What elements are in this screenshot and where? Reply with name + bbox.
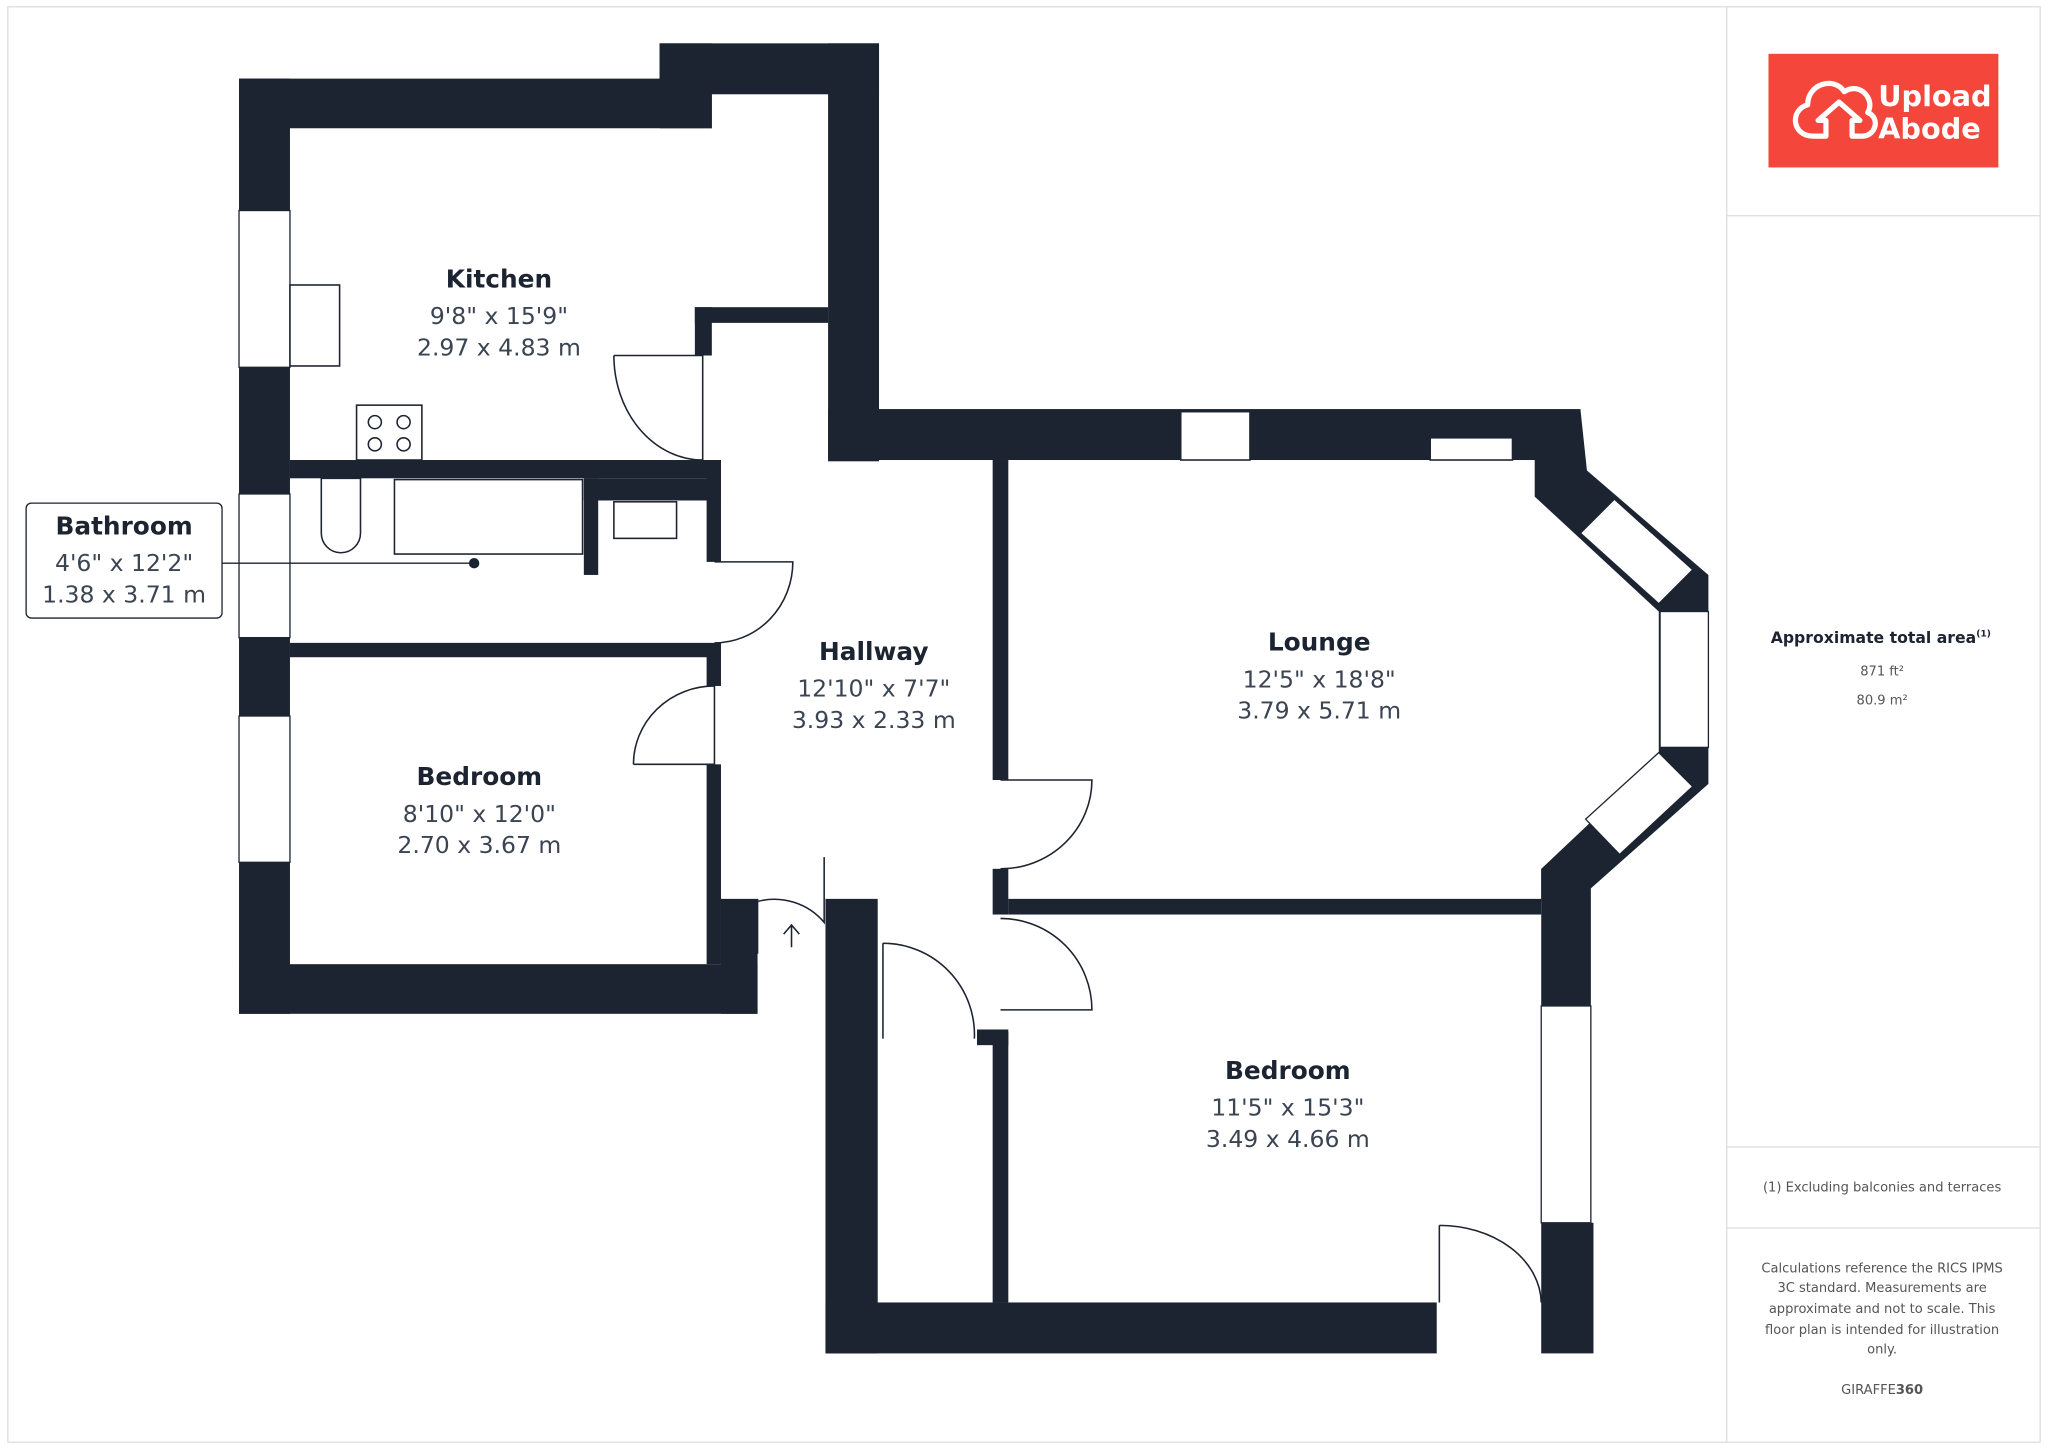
window bbox=[1584, 751, 1694, 856]
area-sqm: 80.9 m² bbox=[1857, 693, 1908, 708]
footnote-mark: (1) bbox=[1976, 629, 1991, 639]
entrance-arrow-icon bbox=[783, 923, 800, 948]
window bbox=[1659, 610, 1710, 749]
room-name: Lounge bbox=[1268, 628, 1371, 657]
logo-background bbox=[1768, 53, 1999, 168]
disclaimer-line: floor plan is intended for illustration bbox=[1765, 1323, 1999, 1338]
fixtures bbox=[289, 284, 1514, 555]
disclaimer-line: only. bbox=[1867, 1342, 1897, 1357]
walls bbox=[239, 43, 1709, 1354]
window bbox=[1579, 498, 1694, 605]
room-label-bathroom: Bathroom 4'6" x 12'2" 1.38 x 3.71 m bbox=[25, 502, 480, 619]
room-dim-imperial: 12'10" x 7'7" bbox=[797, 674, 950, 702]
door bbox=[1438, 1224, 1543, 1303]
room-dim-imperial: 12'5" x 18'8" bbox=[1243, 665, 1396, 693]
door bbox=[613, 354, 704, 461]
room-name: Bedroom bbox=[1225, 1056, 1351, 1085]
hob bbox=[355, 404, 423, 461]
toilet bbox=[320, 477, 362, 554]
disclaimer-line: approximate and not to scale. This bbox=[1769, 1302, 1996, 1317]
basin bbox=[613, 501, 678, 540]
room-dim-metric: 1.38 x 3.71 m bbox=[42, 580, 206, 608]
page-frame bbox=[7, 6, 2041, 1443]
door bbox=[714, 561, 794, 644]
window bbox=[238, 209, 291, 368]
disclaimer-line: 3C standard. Measurements are bbox=[1777, 1281, 1986, 1296]
callout-box bbox=[25, 502, 223, 619]
disclaimer-line: Calculations reference the RICS IPMS bbox=[1761, 1261, 2002, 1276]
room-dim-imperial: 9'8" x 15'9" bbox=[430, 302, 568, 330]
giraffe360-credit: GIRAFFE360 bbox=[1841, 1383, 1923, 1398]
room-dim-metric: 3.79 x 5.71 m bbox=[1237, 697, 1401, 725]
room-name: Bathroom bbox=[55, 511, 192, 540]
room-dim-imperial: 4'6" x 12'2" bbox=[55, 549, 193, 577]
bathtub bbox=[393, 478, 584, 555]
area-title-text: Approximate total area bbox=[1771, 628, 1976, 647]
room-dim-metric: 2.70 x 3.67 m bbox=[397, 831, 561, 859]
room-dim-metric: 2.97 x 4.83 m bbox=[417, 334, 581, 362]
window bbox=[1540, 1005, 1592, 1224]
window bbox=[238, 493, 291, 639]
callout-dot bbox=[468, 557, 480, 569]
room-label-lounge: Lounge 12'5" x 18'8" 3.79 x 5.71 m bbox=[1237, 628, 1401, 725]
room-label-hallway: Hallway 12'10" x 7'7" 3.93 x 2.33 m bbox=[792, 637, 956, 734]
room-dim-imperial: 11'5" x 15'3" bbox=[1211, 1094, 1364, 1122]
room-name: Bedroom bbox=[417, 762, 543, 791]
doors bbox=[613, 354, 1543, 1303]
door bbox=[882, 942, 976, 1039]
room-dim-imperial: 8'10" x 12'0" bbox=[403, 800, 556, 828]
credit-part2: 360 bbox=[1896, 1383, 1923, 1398]
room-label-bedroom-1: Bedroom 8'10" x 12'0" 2.70 x 3.67 m bbox=[397, 762, 561, 859]
door bbox=[632, 685, 716, 766]
area-sqft: 871 ft² bbox=[1860, 665, 1904, 680]
entrance-door bbox=[756, 857, 825, 954]
logo-text-upload: Upload bbox=[1878, 79, 1991, 113]
area-title: Approximate total area(1) bbox=[1771, 628, 1991, 647]
room-label-kitchen: Kitchen 9'8" x 15'9" 2.97 x 4.83 m bbox=[417, 265, 581, 362]
upload-abode-logo: Upload Abode bbox=[1768, 53, 1999, 168]
logo-text-abode: Abode bbox=[1878, 112, 1981, 146]
window bbox=[238, 715, 291, 863]
door bbox=[1000, 917, 1093, 1011]
room-name: Kitchen bbox=[446, 265, 552, 294]
room-label-bedroom-2: Bedroom 11'5" x 15'3" 3.49 x 4.66 m bbox=[1206, 1056, 1370, 1153]
windows bbox=[238, 209, 1710, 1224]
room-dim-metric: 3.93 x 2.33 m bbox=[792, 706, 956, 734]
kitchen-sink bbox=[289, 284, 341, 367]
door bbox=[1000, 779, 1093, 870]
credit-part1: GIRAFFE bbox=[1841, 1383, 1896, 1398]
room-name: Hallway bbox=[819, 637, 929, 666]
radiator bbox=[1429, 437, 1514, 461]
disclaimer: Calculations reference the RICS IPMS 3C … bbox=[1761, 1261, 2002, 1357]
footnote-text: (1) Excluding balconies and terraces bbox=[1763, 1180, 2001, 1195]
cloud-house-icon bbox=[1792, 80, 1878, 139]
room-dim-metric: 3.49 x 4.66 m bbox=[1206, 1125, 1370, 1153]
fireplace bbox=[1179, 410, 1251, 461]
